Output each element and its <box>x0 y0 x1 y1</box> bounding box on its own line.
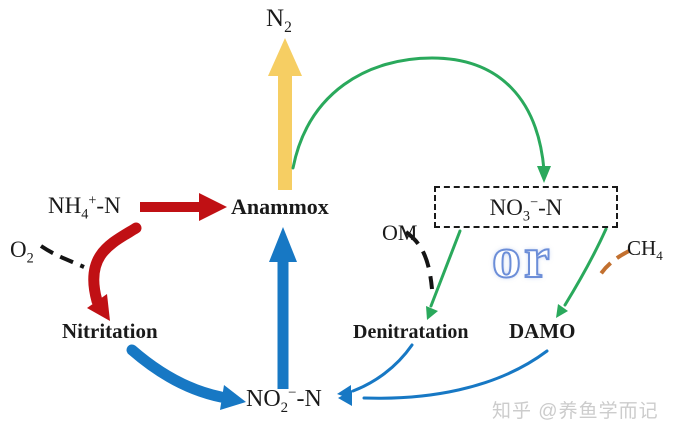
zhihu-watermark: 知乎 @养鱼学而记 <box>492 401 659 422</box>
nitritation-to-no2-arrow <box>126 344 227 403</box>
ch4-label: CH4 <box>627 236 663 263</box>
chem-sup: − <box>530 193 539 210</box>
nh4-to-anammox-arrowhead <box>199 193 227 221</box>
damo-label: DAMO <box>509 319 576 343</box>
nh4-to-nitritation-arrowhead <box>87 294 110 321</box>
om-label: OM <box>382 220 418 245</box>
no3-to-denitratation-arrow <box>429 229 462 308</box>
chem-sup: + <box>88 192 97 209</box>
no3-to-damo-arrowhead <box>556 304 568 318</box>
no3-dashed-box: NO3−-N <box>434 186 618 228</box>
no2-to-anammox-arrowhead <box>269 227 297 262</box>
chem-base: NH <box>48 193 82 218</box>
nh4-to-nitritation-arrow <box>88 222 142 307</box>
nitritation-to-no2-arrowhead <box>220 385 246 410</box>
denitratation-label: Denitratation <box>353 321 469 343</box>
chem-sub: 3 <box>522 208 531 225</box>
chem-base: NO <box>489 194 523 220</box>
chem-sub: 4 <box>656 248 663 264</box>
chem-base: O <box>10 237 27 262</box>
nh4-label: NH4+-N <box>48 192 121 222</box>
chem-base: NO <box>246 386 281 412</box>
damo-to-no2-arrowhead <box>338 390 352 406</box>
o2-input-curve <box>39 244 85 269</box>
chem-sub: 2 <box>280 399 289 416</box>
chem-sub: 2 <box>284 19 292 36</box>
anammox-to-n2-arrowhead <box>268 38 302 76</box>
no2-label: NO2−-N <box>246 385 322 416</box>
o2-label: O2 <box>10 237 34 266</box>
chem-post: -N <box>96 193 121 218</box>
chem-post: -N <box>296 386 322 412</box>
chem-sub: 4 <box>81 206 89 223</box>
chem-post: -N <box>538 194 563 220</box>
anammox-to-no3-arrowhead <box>537 166 551 183</box>
denitratation-to-no2-arrow <box>351 343 414 393</box>
no3-to-damo-arrow <box>563 227 608 307</box>
nitritation-label: Nitritation <box>62 319 158 343</box>
om-input-curve <box>404 230 434 290</box>
anammox-to-no3-arc <box>291 56 546 172</box>
damo-to-no2-arrow <box>362 349 549 400</box>
chem-sup: − <box>288 385 297 401</box>
or-label: or <box>491 224 553 291</box>
ch4-input-curve <box>595 249 630 281</box>
chem-base: N <box>266 5 285 32</box>
chem-sub: 2 <box>26 250 34 267</box>
chem-base: CH <box>627 236 657 260</box>
n2-label: N2 <box>266 5 292 35</box>
anammox-label: Anammox <box>231 194 329 219</box>
no3-to-denitratation-arrowhead <box>426 306 438 320</box>
no3-label: NO3−-N <box>489 193 563 224</box>
